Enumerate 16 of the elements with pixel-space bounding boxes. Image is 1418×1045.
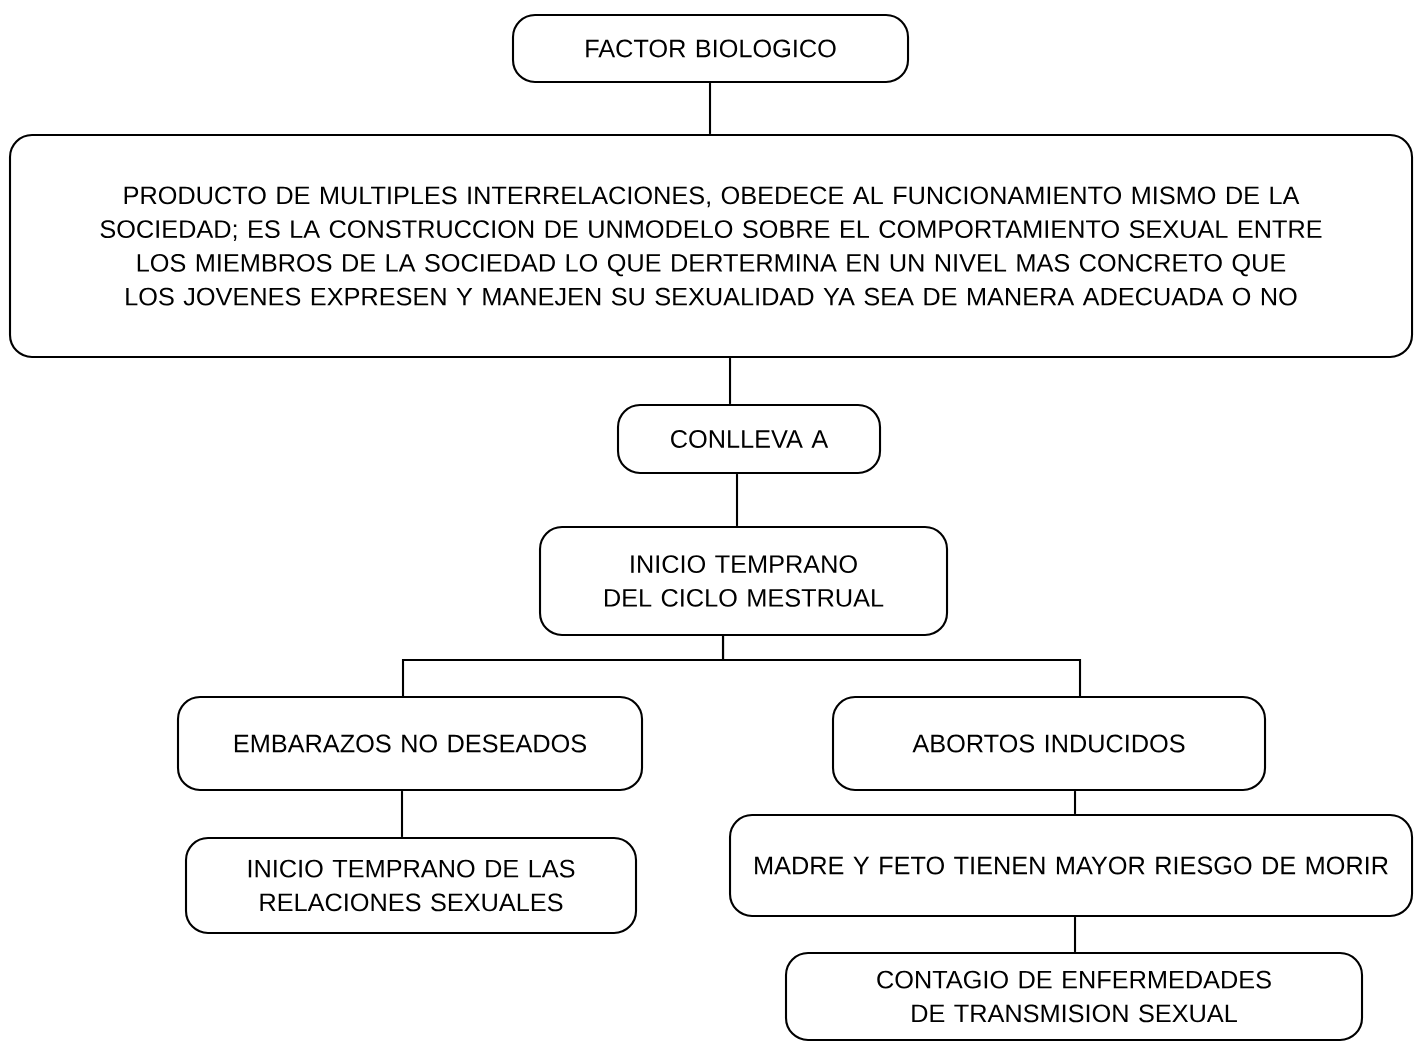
process-box: FACTOR BIOLOGICO (511, 13, 910, 84)
connector-line (721, 636, 1082, 696)
process-box: CONTAGIO DE ENFERMEDADES DE TRANSMISION SEXUAL (784, 951, 1364, 1042)
connector-line (708, 83, 712, 134)
process-box: MADRE Y FETO TIENEN MAYOR RIESGO DE MORIR (728, 813, 1414, 918)
process-box: INICIO TEMPRANO DEL CICLO MESTRUAL (538, 525, 949, 637)
connector-line (1073, 791, 1077, 814)
connector-line (1073, 917, 1077, 952)
process-box: ABORTOS INDUCIDOS (831, 695, 1267, 792)
connector-line (728, 358, 732, 404)
connector-line (400, 791, 404, 837)
process-box: INICIO TEMPRANO DE LAS RELACIONES SEXUALES (184, 836, 638, 935)
process-box: CONLLEVA A (616, 403, 882, 475)
process-box: EMBARAZOS NO DESEADOS (176, 695, 644, 792)
connector-line (735, 474, 739, 526)
process-box: PRODUCTO DE MULTIPLES INTERRELACIONES, OBEDECE AL FUNCIONAMIENTO MISMO DE LA SOCIEDAD; ES LA CONSTRUCCION DE UNMODELO SOBRE EL COMPORTAMIENTO SEXUAL ENTRE LOS MIEMBROS DE LA SOCIEDAD LO QUE DERTERMINA EN UN NIVEL MAS CONCRETO QUE LOS JOVENES EXPRESEN Y MANEJEN SU SEXUALIDAD YA SEA DE MANERA ADECUADA O NO (8, 133, 1414, 359)
